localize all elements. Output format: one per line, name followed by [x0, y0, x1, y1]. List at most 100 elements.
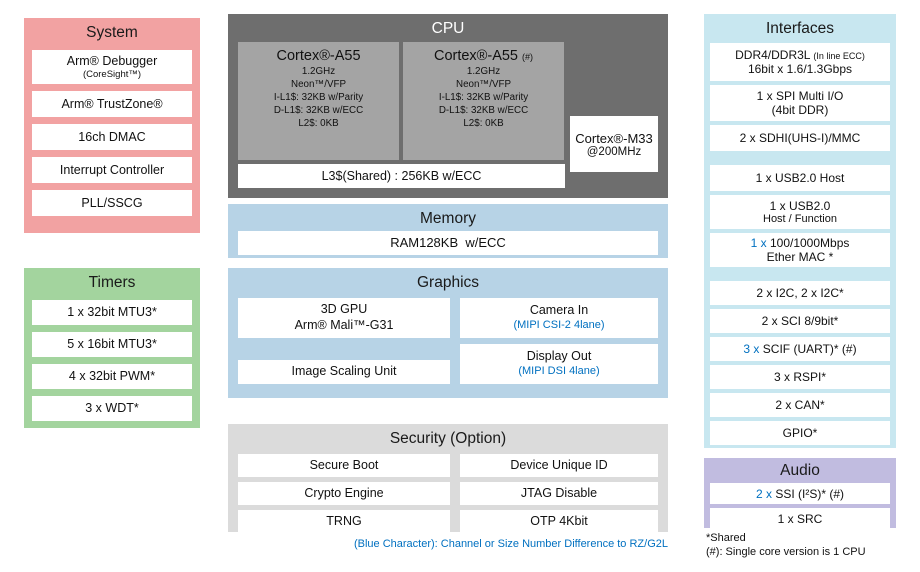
timers-list: 1 x 32bit MTU3* 5 x 16bit MTU3* 4 x 32bi…: [24, 293, 200, 422]
debugger-sublabel: (CoreSight™): [82, 68, 142, 80]
cpu-section: CPU Cortex®-A55 1.2GHz Neon™/VFP I-L1$: …: [228, 14, 668, 198]
ddr-ecc-note: (In line ECC): [813, 50, 865, 61]
graphics-display-out: Display Out (MIPI DSI 4lane): [460, 344, 658, 384]
scif-line: 3 x SCIF (UART)* (#): [743, 342, 856, 356]
m33-name: Cortex®-M33: [575, 130, 653, 146]
a55-2-name-text: Cortex®-A55: [433, 48, 518, 64]
trustzone-label: Arm® TrustZone®: [61, 96, 163, 111]
security-section: Security (Option) Secure Boot Crypto Eng…: [228, 424, 668, 534]
ssi-count: 2 x: [755, 486, 772, 501]
interface-ether-mac: 1 x 100/1000Mbps Ether MAC *: [710, 233, 890, 268]
debugger-label: Arm® Debugger: [66, 54, 158, 69]
interface-sci: 2 x SCI 8/9bit*: [710, 309, 890, 334]
spi-line2: (4bit DDR): [771, 103, 829, 118]
interfaces-list: DDR4/DDR3L (In line ECC) 16bit x 1.6/1.3…: [704, 39, 896, 446]
wdt-label: 3 x WDT*: [85, 401, 139, 416]
system-title: System: [86, 24, 138, 41]
a55-2-spec-dl1: D-L1$: 32KB w/ECC: [438, 104, 529, 116]
ether-count: 1 x: [750, 235, 767, 250]
interface-i2c: 2 x I2C, 2 x I2C*: [710, 281, 890, 306]
interrupt-controller-label: Interrupt Controller: [59, 162, 165, 177]
a55-1-spec-neon: Neon™/VFP: [291, 78, 346, 90]
a55-2-spec-clock: 1.2GHz: [466, 66, 501, 77]
security-trng: TRNG: [238, 510, 450, 534]
security-right-column: Device Unique ID JTAG Disable OTP 4Kbit: [460, 454, 658, 534]
system-item-dmac: 16ch DMAC: [32, 124, 192, 151]
usb-hf-line2: Host / Function: [763, 212, 837, 225]
cpu-title: CPU: [431, 20, 465, 37]
interface-can: 2 x CAN*: [710, 393, 890, 418]
security-title: Security (Option): [389, 430, 507, 447]
ddr-line2: 16bit x 1.6/1.3Gbps: [747, 62, 853, 77]
timers-title: Timers: [88, 274, 136, 291]
timer-item-mtu3-32bit: 1 x 32bit MTU3*: [32, 300, 192, 326]
camera-in-spec: (MIPI CSI-2 4lane): [513, 318, 605, 331]
interface-rspi: 3 x RSPI*: [710, 365, 890, 390]
graphics-section: Graphics 3D GPU Arm® Mali™-G31 Image Sca…: [228, 268, 668, 398]
memory-title: Memory: [420, 210, 476, 227]
scif-label: SCIF (UART)* (#): [762, 342, 857, 357]
shared-note: *Shared: [706, 532, 746, 544]
ether-line1: 1 x 100/1000Mbps: [751, 236, 850, 250]
pwm-label: 4 x 32bit PWM*: [68, 369, 156, 384]
camera-in-label: Camera In: [529, 303, 589, 318]
system-item-pll-sscg: PLL/SSCG: [32, 190, 192, 217]
system-item-debugger: Arm® Debugger (CoreSight™): [32, 50, 192, 85]
mtu3-32bit-label: 1 x 32bit MTU3*: [67, 305, 157, 320]
display-out-label: Display Out: [526, 349, 592, 364]
spi-line1: 1 x SPI Multi I/O: [756, 88, 844, 103]
security-otp: OTP 4Kbit: [460, 510, 658, 534]
a55-1-spec-clock: 1.2GHz: [301, 66, 336, 77]
audio-title: Audio: [780, 462, 820, 479]
audio-ssi: 2 x SSI (I²S)* (#): [710, 483, 890, 505]
mtu3-16bit-label: 5 x 16bit MTU3*: [67, 337, 157, 352]
gpu-line2: Arm® Mali™-G31: [294, 318, 394, 332]
a55-1-spec-l2: L2$: 0KB: [298, 117, 339, 129]
ether-line2: Ether MAC *: [766, 250, 834, 265]
a55-2-name: Cortex®-A55 (#): [403, 42, 564, 66]
cpu-core-a55-2: Cortex®-A55 (#) 1.2GHz Neon™/VFP I-L1$: …: [403, 42, 564, 160]
ddr-line1: DDR4/DDR3L (In line ECC): [735, 48, 865, 62]
graphics-title: Graphics: [416, 274, 480, 291]
cpu-core-a55-1: Cortex®-A55 1.2GHz Neon™/VFP I-L1$: 32KB…: [238, 42, 399, 160]
m33-clock: @200MHz: [586, 145, 642, 158]
a55-1-name: Cortex®-A55: [238, 42, 399, 66]
interface-ddr: DDR4/DDR3L (In line ECC) 16bit x 1.6/1.3…: [710, 43, 890, 82]
interfaces-group-gap-2: [710, 271, 890, 277]
system-list: Arm® Debugger (CoreSight™) Arm® TrustZon…: [24, 43, 200, 217]
security-columns: Secure Boot Crypto Engine TRNG Device Un…: [228, 449, 668, 534]
display-out-spec: (MIPI DSI 4lane): [518, 364, 600, 377]
interface-gpio: GPIO*: [710, 421, 890, 446]
a55-1-name-text: Cortex®-A55: [276, 48, 361, 64]
interfaces-section: Interfaces DDR4/DDR3L (In line ECC) 16bi…: [704, 14, 896, 448]
audio-list: 2 x SSI (I²S)* (#) 1 x SRC: [704, 481, 896, 530]
memory-section: Memory RAM128KB w/ECC: [228, 204, 668, 258]
audio-section: Audio 2 x SSI (I²S)* (#) 1 x SRC: [704, 458, 896, 530]
interface-usb-host-function: 1 x USB2.0 Host / Function: [710, 195, 890, 230]
ddr-name: DDR4/DDR3L: [735, 47, 811, 62]
interface-scif: 3 x SCIF (UART)* (#): [710, 337, 890, 362]
ssi-label: SSI (I²S)* (#): [775, 486, 845, 501]
system-item-trustzone: Arm® TrustZone®: [32, 91, 192, 118]
a55-2-spec-l2: L2$: 0KB: [463, 117, 504, 129]
interface-sdhi: 2 x SDHI(UHS-I)/MMC: [710, 125, 890, 152]
memory-ram: RAM128KB w/ECC: [238, 231, 658, 256]
graphics-gpu: 3D GPU Arm® Mali™-G31: [238, 298, 450, 338]
dmac-label: 16ch DMAC: [78, 129, 146, 144]
a55-1-spec-il1: I-L1$: 32KB w/Parity: [273, 91, 364, 103]
cpu-l3-cache: L3$(Shared) : 256KB w/ECC: [238, 164, 565, 188]
interfaces-title: Interfaces: [765, 20, 835, 37]
interfaces-group-gap-1: [710, 155, 890, 161]
ether-speed: 100/1000Mbps: [769, 235, 850, 250]
timers-section: Timers 1 x 32bit MTU3* 5 x 16bit MTU3* 4…: [24, 268, 200, 428]
a55-1-spec-dl1: D-L1$: 32KB w/ECC: [273, 104, 364, 116]
cpu-core-m33: Cortex®-M33 @200MHz: [570, 116, 658, 172]
timer-item-mtu3-16bit: 5 x 16bit MTU3*: [32, 332, 192, 358]
audio-src: 1 x SRC: [710, 508, 890, 530]
security-crypto-engine: Crypto Engine: [238, 482, 450, 506]
security-device-unique-id: Device Unique ID: [460, 454, 658, 478]
pll-sscg-label: PLL/SSCG: [81, 195, 143, 210]
interface-spi: 1 x SPI Multi I/O (4bit DDR): [710, 85, 890, 122]
security-jtag-disable: JTAG Disable: [460, 482, 658, 506]
